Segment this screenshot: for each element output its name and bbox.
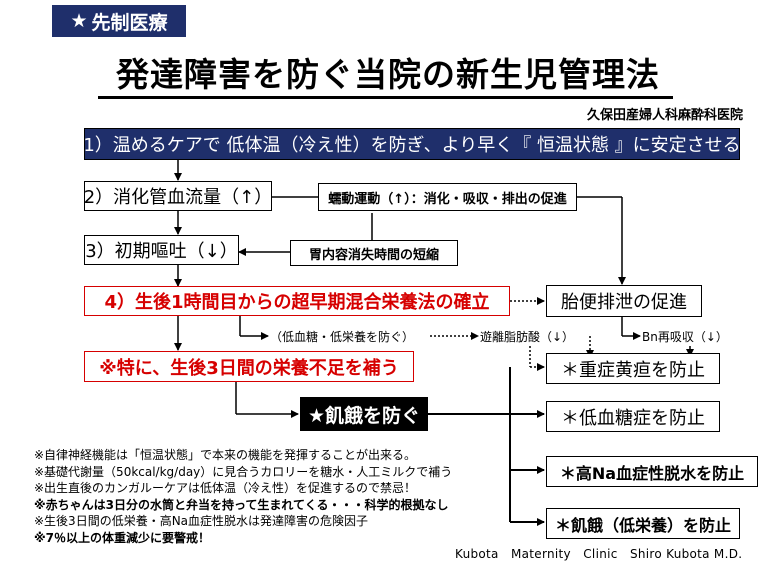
hypoglycemia-label: （低血糖・低栄養を防ぐ） bbox=[270, 330, 415, 344]
step1-box: 1）温めるケアで 低体温（冷え性）を防ぎ、より早く『 恒温状態 』に安定させる bbox=[83, 128, 741, 160]
note-item: ※赤ちゃんは3日分の水筒と弁当を持って生まれてくる・・・科学的根拠なし bbox=[34, 497, 449, 512]
section-tag-text: 先制医療 bbox=[91, 11, 168, 34]
note-item: ※出生直後のカンガルーケアは低体温（冷え性）を促進するので禁忌！ bbox=[34, 481, 417, 495]
note-item: ※基礎代謝量（50kcal/kg/day）に見合うカロリーを糖水・人工ミルクで補… bbox=[34, 464, 453, 479]
star-icon: ★ bbox=[70, 10, 88, 32]
peristalsis-text: 蠕動運動（↑）：消化・吸収・排出の促進 bbox=[328, 191, 567, 207]
famine-box: ★飢餓を防ぐ bbox=[300, 397, 428, 431]
note-item: ※7％以上の体重減少に要警戒！ bbox=[34, 530, 211, 545]
step2-text: 2）消化管血流量（↑） bbox=[83, 187, 273, 208]
gastric-text: 胃内容消失時間の短縮 bbox=[308, 247, 439, 263]
step4-text: 4）生後1時間目からの超早期混合栄養法の確立 bbox=[104, 292, 490, 313]
outcome-jaundice: ＊重症黄疸を防止 bbox=[546, 353, 720, 384]
step1-text: 1）温めるケアで 低体温（冷え性）を防ぎ、より早く『 恒温状態 』に安定させる bbox=[83, 135, 741, 156]
step3-text: 3）初期嘔吐（↓） bbox=[85, 241, 238, 262]
outcome-dehydration-text: ＊高Na血症性脱水を防止 bbox=[559, 463, 745, 483]
outcome-hypoglycemia-text: ＊低血糖症を防止 bbox=[561, 407, 705, 429]
outcome-dehydration: ＊高Na血症性脱水を防止 bbox=[546, 456, 758, 487]
note-item: ※生後3日間の低栄養・高Na血症性脱水は発達障害の危険因子 bbox=[34, 514, 369, 528]
footer-credit: Kubota Maternity Clinic Shiro Kubota M.D… bbox=[455, 547, 743, 561]
author-label: 久保田産婦人科麻酔科医院 bbox=[586, 108, 743, 123]
ffa-label: 遊離脂肪酸（↓） bbox=[480, 330, 575, 344]
special-text: ※特に、生後3日間の栄養不足を補う bbox=[99, 357, 399, 379]
step3-box: 3）初期嘔吐（↓） bbox=[84, 235, 239, 265]
gastric-box: 胃内容消失時間の短縮 bbox=[290, 240, 458, 266]
peristalsis-box: 蠕動運動（↑）：消化・吸収・排出の促進 bbox=[318, 183, 577, 211]
note-item: ※自律神経機能は「恒温状態」で本来の機能を発揮することが出来る。 bbox=[34, 448, 417, 462]
outcome-hypoglycemia: ＊低血糖症を防止 bbox=[546, 401, 720, 432]
special-box: ※特に、生後3日間の栄養不足を補う bbox=[84, 351, 414, 382]
famine-text: ★飢餓を防ぐ bbox=[307, 404, 421, 427]
bn-label: Bn再吸収（↓） bbox=[642, 330, 728, 344]
step2-box: 2）消化管血流量（↑） bbox=[84, 181, 272, 211]
page-title: 発達障害を防ぐ当院の新生児管理法 bbox=[116, 55, 660, 94]
meconium-text: 胎便排泄の促進 bbox=[561, 292, 687, 313]
outcome-starvation: ＊飢餓（低栄養）を防止 bbox=[546, 508, 740, 539]
outcome-jaundice-text: ＊重症黄疸を防止 bbox=[561, 359, 705, 381]
title-underline bbox=[98, 96, 673, 99]
notes-list: ※自律神経機能は「恒温状態」で本来の機能を発揮することが出来る。 ※基礎代謝量（… bbox=[34, 447, 452, 546]
meconium-box: 胎便排泄の促進 bbox=[546, 285, 702, 317]
section-tag: ★ 先制医療 bbox=[52, 5, 186, 37]
outcome-starvation-text: ＊飢餓（低栄養）を防止 bbox=[554, 515, 731, 535]
step4-box: 4）生後1時間目からの超早期混合栄養法の確立 bbox=[84, 286, 510, 316]
